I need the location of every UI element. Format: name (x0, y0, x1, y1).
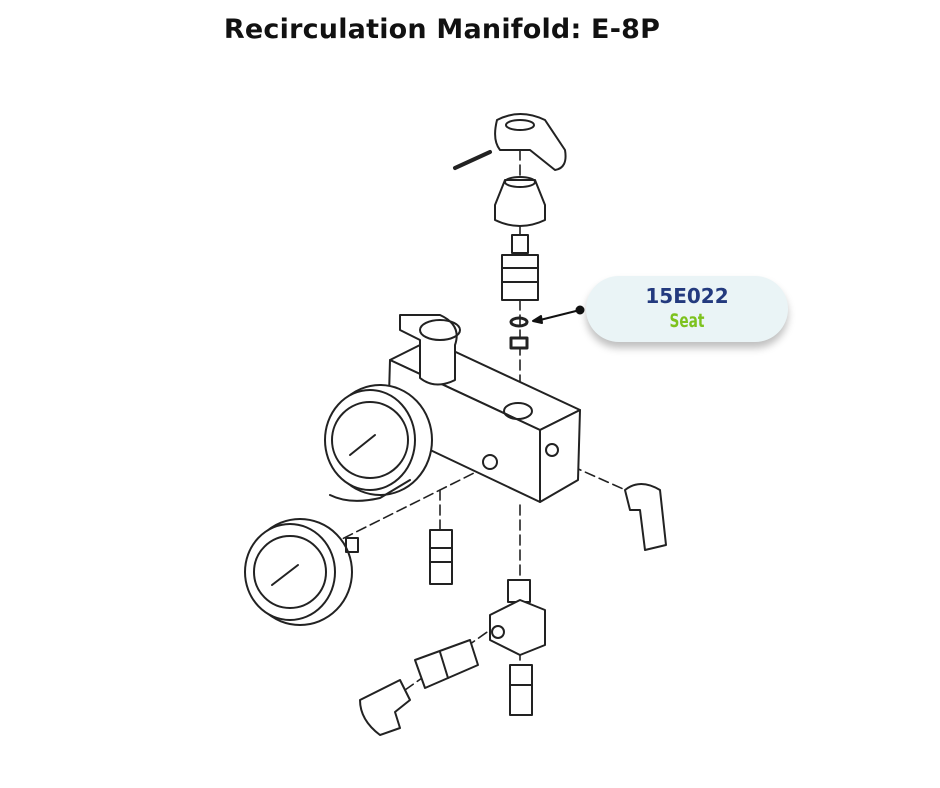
elbow-fitting-bottom (359, 679, 411, 736)
part-callout: 15E022 Seat (586, 276, 788, 342)
nipple-fitting-bottom (509, 664, 533, 716)
part-description: Seat (669, 310, 705, 332)
knob-cap (494, 176, 546, 227)
pressure-gauge-upper (324, 384, 433, 502)
page-title: Recirculation Manifold: E-8P (223, 14, 661, 45)
swivel-fitting (414, 639, 479, 689)
knob-handle (453, 113, 567, 171)
nipple-fitting-left (429, 529, 453, 585)
elbow-fitting-right (624, 483, 667, 551)
side-valve-handle (399, 314, 461, 386)
tee-fitting (489, 579, 546, 656)
part-number: 15E022 (645, 284, 729, 308)
seat-part (509, 316, 529, 350)
pressure-gauge-lower (244, 518, 359, 626)
callout-leader-arrow (532, 305, 585, 324)
valve-stem (501, 234, 539, 301)
